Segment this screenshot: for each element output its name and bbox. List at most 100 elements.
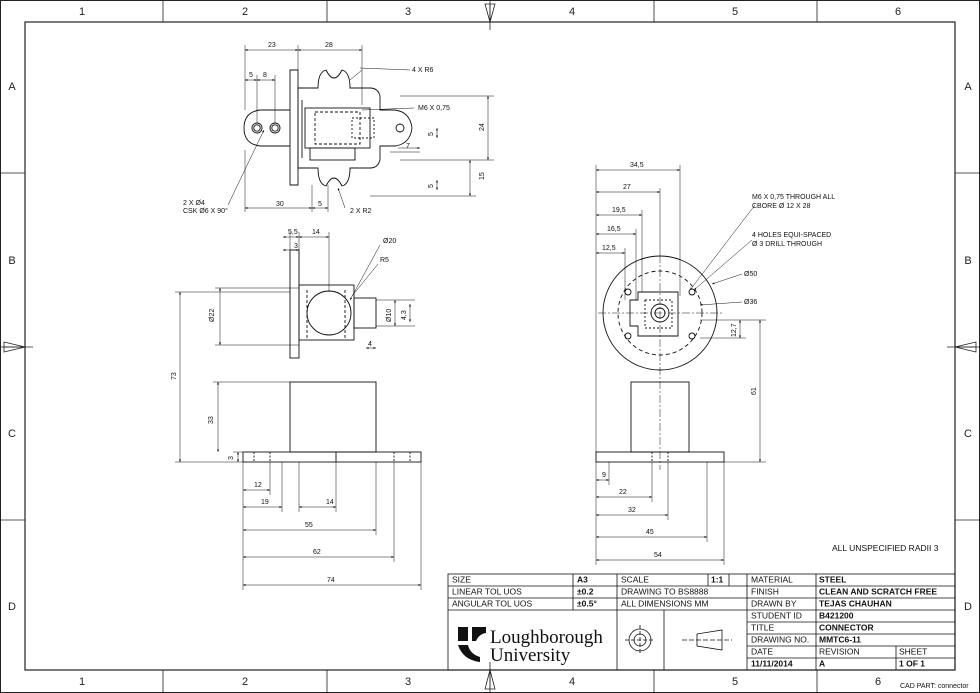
tb-title-label: TITLE [751,622,774,632]
zone-row-d-right: D [964,601,972,613]
zone-row-b: B [8,255,15,267]
dim-23: 23 [268,42,276,49]
university-name-line1: Loughborough [490,627,603,648]
dim-4: 4 [368,341,372,348]
dim-8: 8 [263,72,267,79]
zone-col-4: 4 [569,6,575,18]
note-csk: CSK Ø6 X 90° [183,207,228,215]
dim-12: 12 [254,482,262,489]
tb-angular-label: ANGULAR TOL UOS [452,598,532,608]
front-view-labels: 5,5 14 3 Ø20 R5 Ø22 Ø10 4,3 4 73 33 3 12… [171,229,408,584]
dim-28: 28 [325,42,333,49]
tb-studentid-label: STUDENT ID [751,610,802,620]
side-view-dimensions [595,165,766,565]
dim-3-top: 3 [294,243,298,250]
dim-22: 22 [619,489,627,496]
note-dia50: Ø50 [744,271,757,278]
note-unspecified-radii: ALL UNSPECIFIED RADII 3 [832,543,939,553]
tb-angular-value: ±0.5° [577,598,597,608]
dim-5-lower: 5 [428,184,435,188]
note-drill: Ø 3 DRILL THROUGH [752,241,822,248]
dim-12-5: 12,5 [602,245,616,252]
cad-part-label: CAD PART: connector [900,683,969,690]
front-view [242,249,422,463]
university-logo: Loughborough University [458,627,603,666]
zone-col-2-bottom: 2 [242,676,248,688]
dim-74: 74 [327,577,335,584]
zone-col-6-bottom: 6 [875,676,881,688]
tb-drawnby-label: DRAWN BY [751,598,797,608]
tb-drawing-to: DRAWING TO BS8888 [621,586,709,596]
tb-date-label: DATE [751,646,773,656]
dim-55: 55 [305,522,313,529]
note-holes: 4 HOLES EQUI-SPACED [752,232,831,239]
tb-linear-value: ±0.2 [577,586,594,596]
tb-sheet-label: SHEET [899,646,927,656]
dim-14-top: 14 [312,229,320,236]
dim-19: 19 [261,499,269,506]
dim-9: 9 [602,472,606,479]
zone-row-c: C [8,428,16,440]
tb-material-label: MATERIAL [751,574,793,584]
dim-dia10: Ø10 [386,309,393,322]
third-angle-projection-icon [625,625,732,655]
tb-finish-value: CLEAN AND SCRATCH FREE [819,586,937,596]
note-m6-thread: M6 X 0,75 [418,105,450,112]
dim-dia22: Ø22 [209,309,216,322]
dim-4-3: 4,3 [401,310,408,320]
dim-5-5: 5,5 [288,229,298,236]
zone-row-a-right: A [964,81,972,93]
tb-date-value: 11/11/2014 [751,658,793,668]
note-dia20: Ø20 [383,238,396,245]
note-2x-dia4: 2 X Ø4 [183,200,205,207]
tb-size-value: A3 [577,574,588,584]
note-cbore: CBORE Ø 12 X 28 [752,203,810,210]
zone-col-5: 5 [732,6,738,18]
dim-16-5: 16,5 [607,226,621,233]
tb-finish-label: FINISH [751,586,779,596]
university-name-line2: University [490,645,571,666]
title-block [447,573,956,671]
dim-62: 62 [313,549,321,556]
top-view-dimensions [227,45,494,212]
university-crest-icon [458,627,486,662]
zone-labels: 1 2 3 4 5 6 1 2 3 4 5 6 A B C D A B C D [8,6,972,688]
side-view [595,255,725,470]
zone-col-1-bottom: 1 [79,676,85,688]
zone-col-4-bottom: 4 [569,676,575,688]
title-block-text: SIZE A3 SCALE 1:1 LINEAR TOL UOS ±0.2 DR… [452,574,937,668]
tb-sheet-value: 1 OF 1 [899,658,925,668]
front-view-dimensions [175,232,422,590]
tb-material-value: STEEL [819,574,846,584]
dim-32: 32 [628,507,636,514]
zone-col-3: 3 [405,6,411,18]
top-view [243,69,413,187]
dim-27: 27 [623,184,631,191]
tb-drawingno-label: DRAWING NO. [751,634,809,644]
dim-7: 7 [406,143,410,150]
dim-24: 24 [479,123,486,131]
tb-drawnby-value: TEJAS CHAUHAN [819,598,892,608]
dim-34-5: 34,5 [630,162,644,169]
tb-scale-label: SCALE [621,574,649,584]
dim-19-5: 19,5 [612,207,626,214]
side-view-labels: 34,5 27 19,5 16,5 12,5 M6 X 0,75 THROUGH… [602,162,835,559]
note-2xr2: 2 X R2 [350,208,372,215]
zone-row-b-right: B [964,255,971,267]
zone-col-5-bottom: 5 [732,676,738,688]
tb-drawingno-value: MMTC6-11 [819,634,861,644]
zone-col-1: 1 [79,6,85,18]
tb-size-label: SIZE [452,574,471,584]
zone-row-c-right: C [964,428,972,440]
centring-marks [3,3,977,690]
dim-33: 33 [208,416,215,424]
dim-5-bottom: 5 [318,201,322,208]
tb-revision-label: REVISION [819,646,860,656]
tb-all-dims: ALL DIMENSIONS MM [621,598,709,608]
top-view-labels: 23 28 5 8 4 X R6 M6 X 0,75 24 5 7 15 5 2… [183,42,486,215]
note-dia36: Ø36 [744,299,757,306]
dim-30: 30 [276,201,284,208]
dim-5-right: 5 [428,132,435,136]
dim-15: 15 [479,172,486,180]
zone-row-d: D [8,601,16,613]
